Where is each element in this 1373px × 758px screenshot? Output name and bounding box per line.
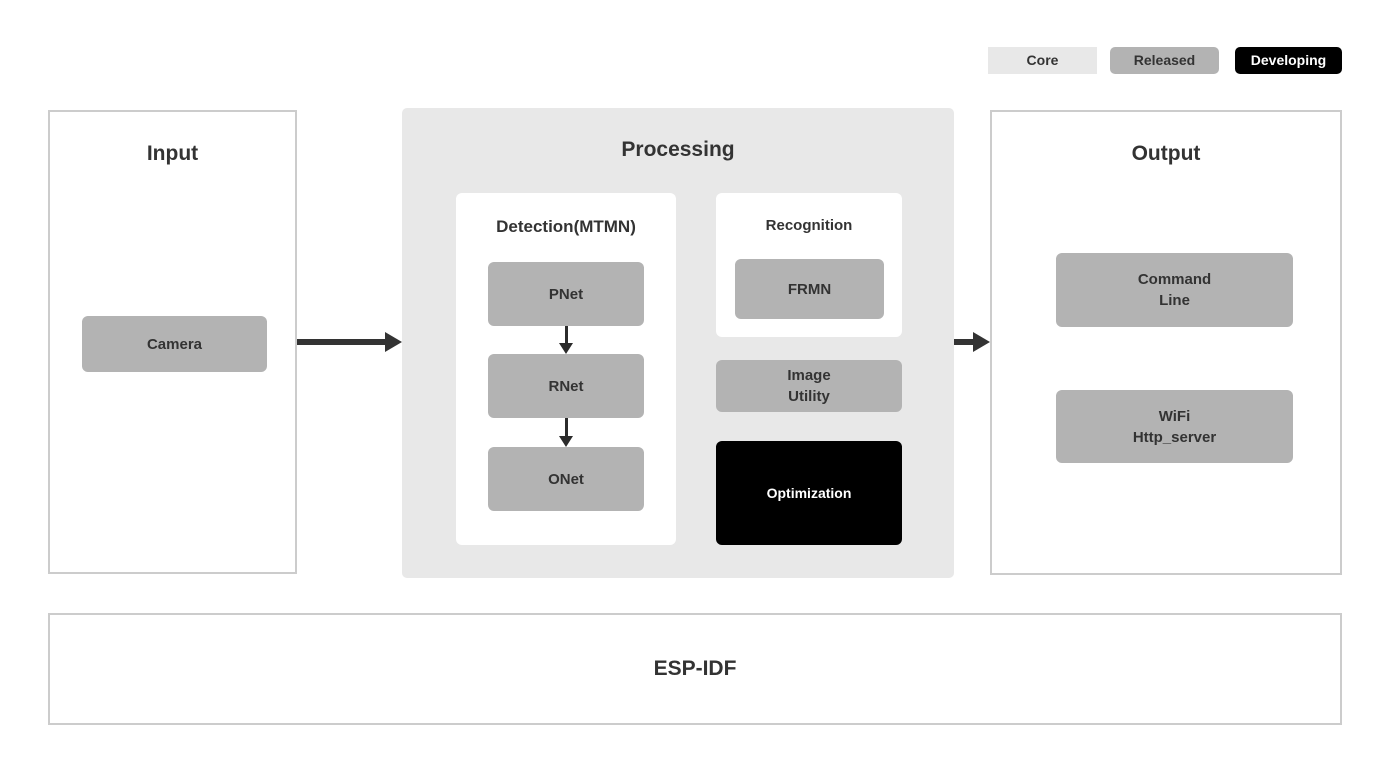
command-line-line1: Command — [1137, 271, 1212, 288]
input-section: Input Camera — [48, 110, 297, 574]
arrow-head — [385, 332, 402, 352]
pnet-to-rnet-arrow — [559, 326, 573, 354]
input-section-title: Input — [146, 142, 199, 165]
arrow-line — [564, 326, 568, 344]
recognition-group-title: Recognition — [765, 217, 853, 234]
optimization-node: Optimization — [716, 441, 902, 545]
image-utility-line2: Utility — [788, 388, 830, 405]
wifi-line1: WiFi — [1158, 407, 1191, 425]
legend-core-chip: Core — [988, 47, 1097, 74]
image-utility-line1: Image — [787, 367, 831, 384]
legend-developing-chip: Developing — [1235, 47, 1342, 74]
pnet-node: PNet — [488, 262, 644, 326]
arrow-line — [297, 339, 386, 345]
arrow-head — [559, 343, 573, 354]
camera-node: Camera — [82, 316, 267, 372]
command-line-node: Command Line — [1056, 253, 1293, 327]
command-line-line2: Line — [1159, 292, 1190, 309]
output-section-title: Output — [1131, 142, 1201, 165]
frmn-node: FRMN — [735, 259, 884, 319]
processing-section-title: Processing — [621, 138, 735, 161]
output-section: Output Command Line WiFi Http_server — [990, 110, 1342, 575]
image-utility-node: Image Utility — [716, 360, 902, 412]
detection-group: Detection(MTMN) PNet RNet ONet — [456, 193, 676, 545]
recognition-group: Recognition FRMN — [716, 193, 902, 337]
processing-to-output-arrow — [954, 332, 990, 352]
arrow-head — [559, 436, 573, 447]
legend-released-chip: Released — [1110, 47, 1219, 74]
wifi-line2: Http_server — [1132, 428, 1217, 446]
detection-group-title: Detection(MTMN) — [496, 217, 636, 236]
input-to-processing-arrow — [297, 332, 402, 352]
rnet-to-onet-arrow — [559, 418, 573, 447]
onet-node: ONet — [488, 447, 644, 511]
wifi-http-server-node: WiFi Http_server — [1056, 390, 1293, 463]
arrow-line — [954, 339, 974, 345]
processing-section: Processing Detection(MTMN) PNet RNet ONe… — [402, 108, 954, 578]
rnet-node: RNet — [488, 354, 644, 418]
arrow-head — [973, 332, 990, 352]
esp-idf-section: ESP-IDF — [48, 613, 1342, 725]
esp-idf-title: ESP-IDF — [653, 657, 737, 680]
arrow-line — [564, 418, 568, 437]
